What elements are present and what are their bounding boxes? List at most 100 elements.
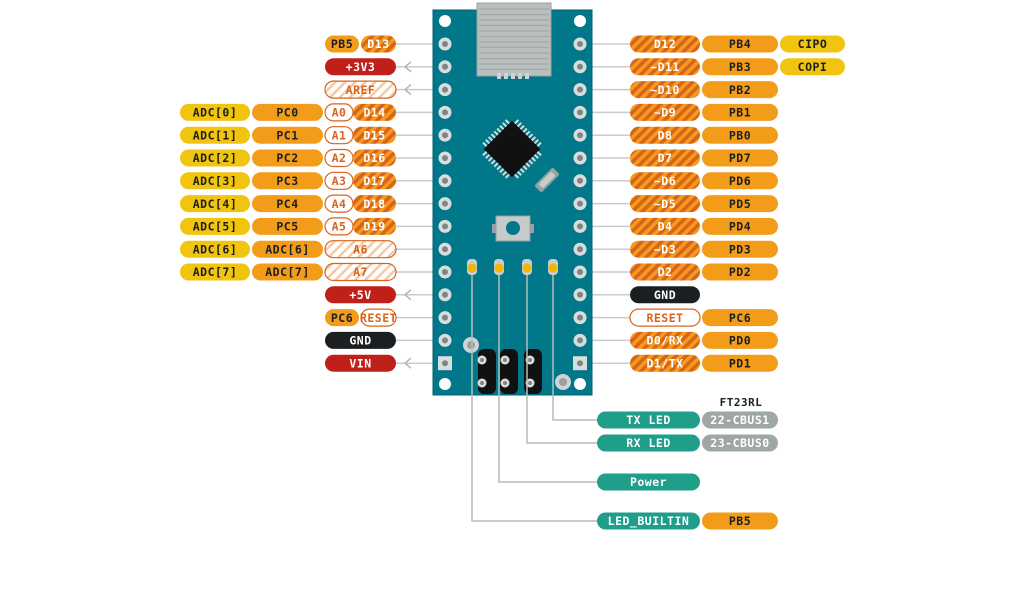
- right-pin-label-bg: [702, 35, 778, 53]
- right-pin-label-bg: [702, 149, 778, 167]
- usb-pin: [518, 73, 522, 79]
- left-pin-label: ADC[7]: [252, 263, 323, 281]
- chip-pin: [528, 133, 534, 139]
- right-pin-label-bg: [630, 354, 700, 372]
- left-pin-label: D17: [353, 172, 396, 190]
- chip-pin: [519, 124, 525, 130]
- right-pin-label-bg: [630, 263, 700, 281]
- chip-pin: [485, 139, 491, 145]
- chip-pin: [528, 159, 534, 165]
- left-pin-label-bg: [325, 309, 359, 327]
- left-pin-label-text: D13: [367, 37, 389, 51]
- usb-pin: [497, 73, 501, 79]
- left-pin-label-text: ADC[2]: [193, 151, 238, 165]
- left-pin-label-text: PC5: [276, 220, 298, 234]
- left-pin-label-text: ADC[6]: [193, 242, 238, 256]
- left-pin-label: D14: [353, 103, 396, 121]
- left-pin-label: ADC[2]: [180, 149, 250, 167]
- left-pin-label: ADC[5]: [180, 217, 250, 235]
- left-pin-label-text: AREF: [346, 83, 376, 97]
- left-pin-label-bg: [252, 149, 323, 167]
- pin-hole: [442, 86, 448, 93]
- pin-hole: [577, 41, 583, 47]
- mounting-hole: [574, 15, 586, 27]
- left-pin-label-text: RESET: [360, 311, 397, 325]
- led-leader-line: [552, 270, 597, 421]
- right-pin-label-text: PB3: [729, 60, 751, 74]
- left-pin-label: ADC[4]: [180, 195, 250, 213]
- right-pin-label-text: ~D10: [650, 83, 680, 97]
- right-pin-label-text: PB4: [729, 37, 751, 51]
- pin-hole: [577, 314, 583, 321]
- right-pin-label: ~D10: [630, 81, 700, 99]
- right-pin-label-text: PD4: [729, 220, 751, 234]
- pin-hole: [442, 155, 448, 161]
- led-label-text: 22-CBUS1: [710, 413, 769, 427]
- right-pin-label: D7: [630, 149, 700, 167]
- onboard-led: [522, 259, 532, 275]
- pin-hole: [442, 269, 448, 275]
- usb-pin: [511, 73, 515, 79]
- chip-pin: [533, 153, 539, 159]
- microcontroller-chip: [482, 119, 542, 179]
- right-pin-label: PD7: [702, 149, 778, 167]
- right-pin-label-text: ~D5: [654, 197, 676, 211]
- left-pin-label: A1: [324, 126, 354, 145]
- chip-pin: [482, 151, 488, 157]
- left-pin-label: PC3: [252, 172, 323, 190]
- chip-pin: [496, 165, 502, 171]
- left-pin-label: PC6: [325, 309, 359, 327]
- left-pin-label: VIN: [325, 354, 396, 372]
- led-label-bg: [597, 411, 700, 429]
- left-pin-label-text: PC4: [276, 197, 298, 211]
- left-pin-label-bg: [324, 240, 397, 259]
- left-pin-label: ADC[6]: [252, 240, 323, 258]
- led-label-text: RX LED: [626, 436, 671, 450]
- right-pin-label-text: PD1: [729, 356, 751, 370]
- left-pin-label: PC2: [252, 149, 323, 167]
- right-pin-label-bg: [629, 308, 701, 327]
- left-pin-label: PB5: [325, 35, 359, 53]
- right-pin-label-bg: [702, 354, 778, 372]
- left-pin-label: ADC[7]: [180, 263, 250, 281]
- left-pin-label-text: D18: [363, 197, 385, 211]
- right-pin-label-text: PD0: [729, 334, 751, 348]
- right-pin-label-text: PB1: [729, 106, 751, 120]
- right-pin-label-text: PD3: [729, 242, 751, 256]
- right-pin-label: COPI: [780, 58, 845, 76]
- left-pin-label-text: D15: [363, 128, 385, 142]
- right-pin-label-bg: [702, 263, 778, 281]
- icsp-pin-hole: [528, 381, 532, 385]
- left-pin-label-bg: [325, 286, 396, 304]
- left-pin-label: D13: [361, 35, 396, 53]
- chip-pin: [525, 130, 531, 136]
- left-pin-label-text: A3: [332, 174, 347, 188]
- led-label-text: PB5: [729, 514, 751, 528]
- chip-pin: [516, 170, 522, 176]
- left-pin-label-bg: [325, 354, 396, 372]
- icsp-pin-hole: [528, 358, 532, 362]
- led-label-bg: [702, 512, 778, 530]
- pin-hole: [577, 86, 583, 93]
- left-pin-label: PC0: [252, 103, 323, 121]
- left-pin-label: D18: [353, 195, 396, 213]
- left-pin-label-bg: [360, 308, 397, 327]
- reset-button: [492, 215, 534, 242]
- pin-hole: [442, 132, 448, 139]
- right-pin-label: PB1: [702, 103, 778, 121]
- right-pin-label: PB4: [702, 35, 778, 53]
- right-pin-label-text: D8: [658, 128, 673, 142]
- pin-hole: [577, 177, 583, 184]
- right-pin-label-bg: [702, 81, 778, 99]
- left-pin-label-text: GND: [349, 334, 371, 348]
- right-pin-label: D0/RX: [630, 331, 700, 349]
- right-pin-label: PB2: [702, 81, 778, 99]
- onboard-led: [467, 259, 477, 275]
- left-pin-label-text: ADC[7]: [193, 265, 238, 279]
- left-pin-label-bg: [180, 149, 250, 167]
- left-pin-label: PC5: [252, 217, 323, 235]
- right-pin-label: ~D5: [630, 195, 700, 213]
- icsp-column: [500, 349, 518, 394]
- right-pin-label-text: PD5: [729, 197, 751, 211]
- left-pin-label-text: +3V3: [346, 60, 376, 74]
